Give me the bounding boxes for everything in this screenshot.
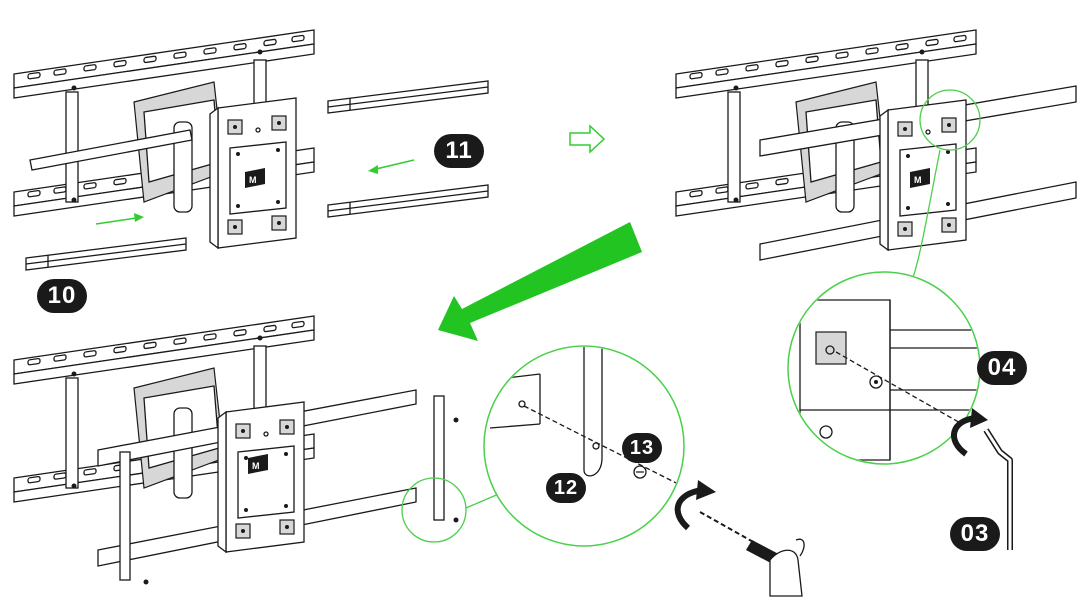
step-10-11-panel: M	[13, 29, 489, 271]
hex-key-icon	[983, 428, 1013, 550]
outline-right-arrow-icon	[569, 124, 606, 154]
brand-logo-icon: M	[910, 168, 930, 188]
end-brace-left	[119, 451, 131, 581]
step-badge-10: 10	[37, 279, 87, 313]
step-badge-13: 13	[622, 433, 662, 463]
end-brace-right	[433, 395, 445, 521]
step-badge-11: 11	[434, 134, 484, 168]
green-down-left-arrow-icon	[438, 222, 642, 341]
vesa-plate-illustration-3	[217, 401, 305, 553]
step-12-13-panel: M	[13, 315, 805, 597]
bolt-04-icon	[869, 375, 883, 389]
step-badge-03: 03	[950, 517, 1000, 551]
extension-bar-10	[25, 237, 187, 271]
zoom-detail-04	[787, 271, 981, 465]
detail-marker-circle	[919, 89, 981, 151]
zoom-detail-12-13	[483, 345, 685, 547]
svg-text:M: M	[249, 175, 257, 185]
svg-text:M: M	[252, 461, 260, 471]
step-badge-04: 04	[977, 351, 1027, 385]
detail-marker-circle-2	[401, 477, 467, 543]
step-04-panel: M	[675, 29, 1077, 550]
rotate-clockwise-icon	[951, 408, 988, 457]
brand-logo-icon: M	[245, 168, 265, 188]
rotate-clockwise-icon	[674, 480, 716, 531]
insert-arrow-left-icon	[368, 159, 415, 174]
insert-arrow-right-icon	[95, 213, 144, 225]
callout-leader-line	[911, 149, 941, 281]
extension-bar-11-lower	[327, 184, 489, 218]
arm-bar-illustration	[29, 129, 193, 171]
brand-logo-icon: M	[248, 454, 268, 474]
screw-13-icon	[633, 465, 647, 479]
screwdriver-icon	[699, 511, 805, 597]
step-badge-12: 12	[546, 473, 586, 503]
svg-text:M: M	[914, 175, 922, 185]
extension-bar-11-upper	[327, 80, 489, 114]
